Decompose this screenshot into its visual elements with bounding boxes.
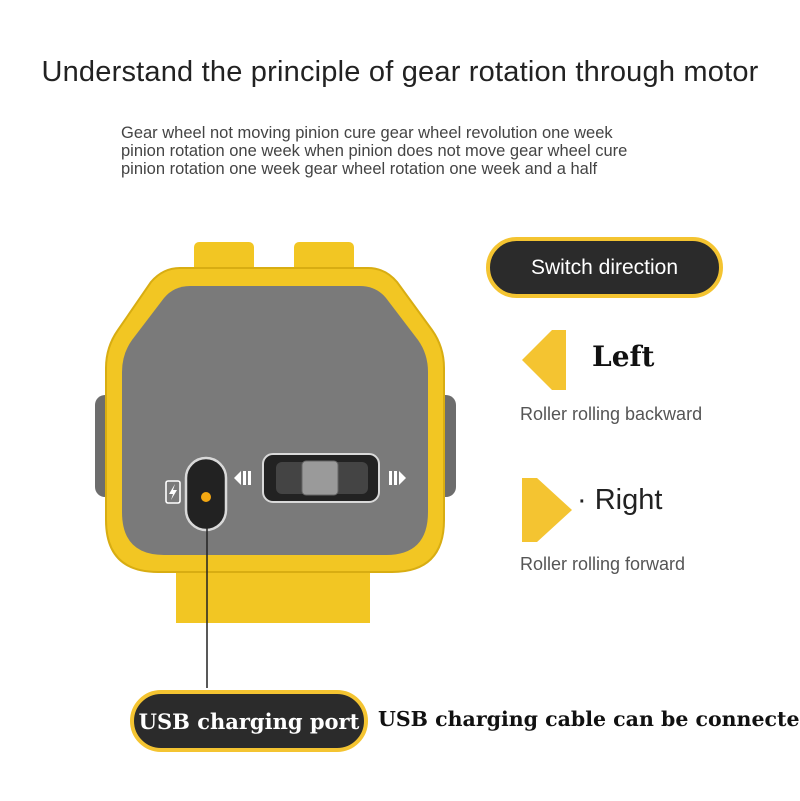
arrow-right-icon xyxy=(522,478,572,542)
switch-right-marker-icon xyxy=(389,471,406,485)
usb-charging-port-badge: USB charging port xyxy=(130,690,368,752)
description: Gear wheel not moving pinion cure gear w… xyxy=(121,124,741,178)
description-line: Gear wheel not moving pinion cure gear w… xyxy=(121,124,613,142)
description-line: pinion rotation one week when pinion doe… xyxy=(121,142,628,160)
left-description: Roller rolling backward xyxy=(520,404,703,424)
description-line: pinion rotation one week gear wheel rota… xyxy=(121,160,598,178)
right-description: Roller rolling forward xyxy=(520,554,686,574)
usb-caption: USB charging cable can be connected xyxy=(378,707,800,731)
switch-direction-badge: Switch direction xyxy=(486,237,723,298)
switch-left-marker-icon xyxy=(234,471,251,485)
control-panel xyxy=(122,286,428,555)
right-label: · Right xyxy=(577,484,663,516)
lightning-icon xyxy=(165,480,181,504)
page-title: Understand the principle of gear rotatio… xyxy=(41,56,759,88)
switch-knob[interactable] xyxy=(301,460,339,496)
port-indicator xyxy=(201,492,211,502)
arrow-left-icon xyxy=(522,330,566,390)
left-label: Left xyxy=(592,340,655,373)
